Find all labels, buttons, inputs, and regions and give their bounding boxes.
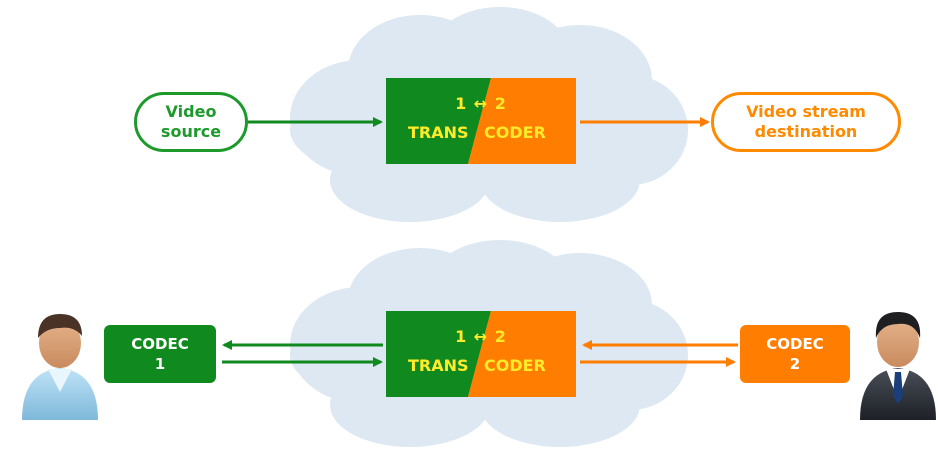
transcoder-box: 1 ↔ 2 TRANS CODER — [386, 311, 576, 397]
video-source-label-line2: source — [160, 122, 222, 141]
user-casual-icon — [22, 314, 98, 420]
codec-2-label-line2: 2 — [789, 355, 801, 373]
video-source-label-line1: Video — [165, 102, 217, 121]
codec-2-label-line1: CODEC — [766, 335, 824, 353]
codec-1-label-line1: CODEC — [131, 335, 189, 353]
transcoder-label-trans: TRANS — [408, 123, 469, 142]
transcoder-ratio: 1 ↔ 2 — [455, 327, 507, 346]
destination-label-line2: destination — [754, 122, 858, 141]
codec-1-label-line2: 1 — [154, 355, 166, 373]
video-source-node: Video source — [134, 92, 248, 152]
codec-2-box: CODEC 2 — [740, 325, 850, 383]
transcoder-label-trans: TRANS — [408, 356, 469, 375]
transcoder-label-coder: CODER — [484, 356, 546, 375]
transcoder-box: 1 ↔ 2 TRANS CODER — [386, 78, 576, 164]
video-stream-destination-node: Video stream destination — [711, 92, 901, 152]
transcoder-ratio: 1 ↔ 2 — [455, 94, 507, 113]
transcoder-label-coder: CODER — [484, 123, 546, 142]
destination-label-line1: Video stream — [746, 102, 866, 121]
codec-1-box: CODEC 1 — [104, 325, 216, 383]
user-business-icon — [860, 312, 936, 420]
